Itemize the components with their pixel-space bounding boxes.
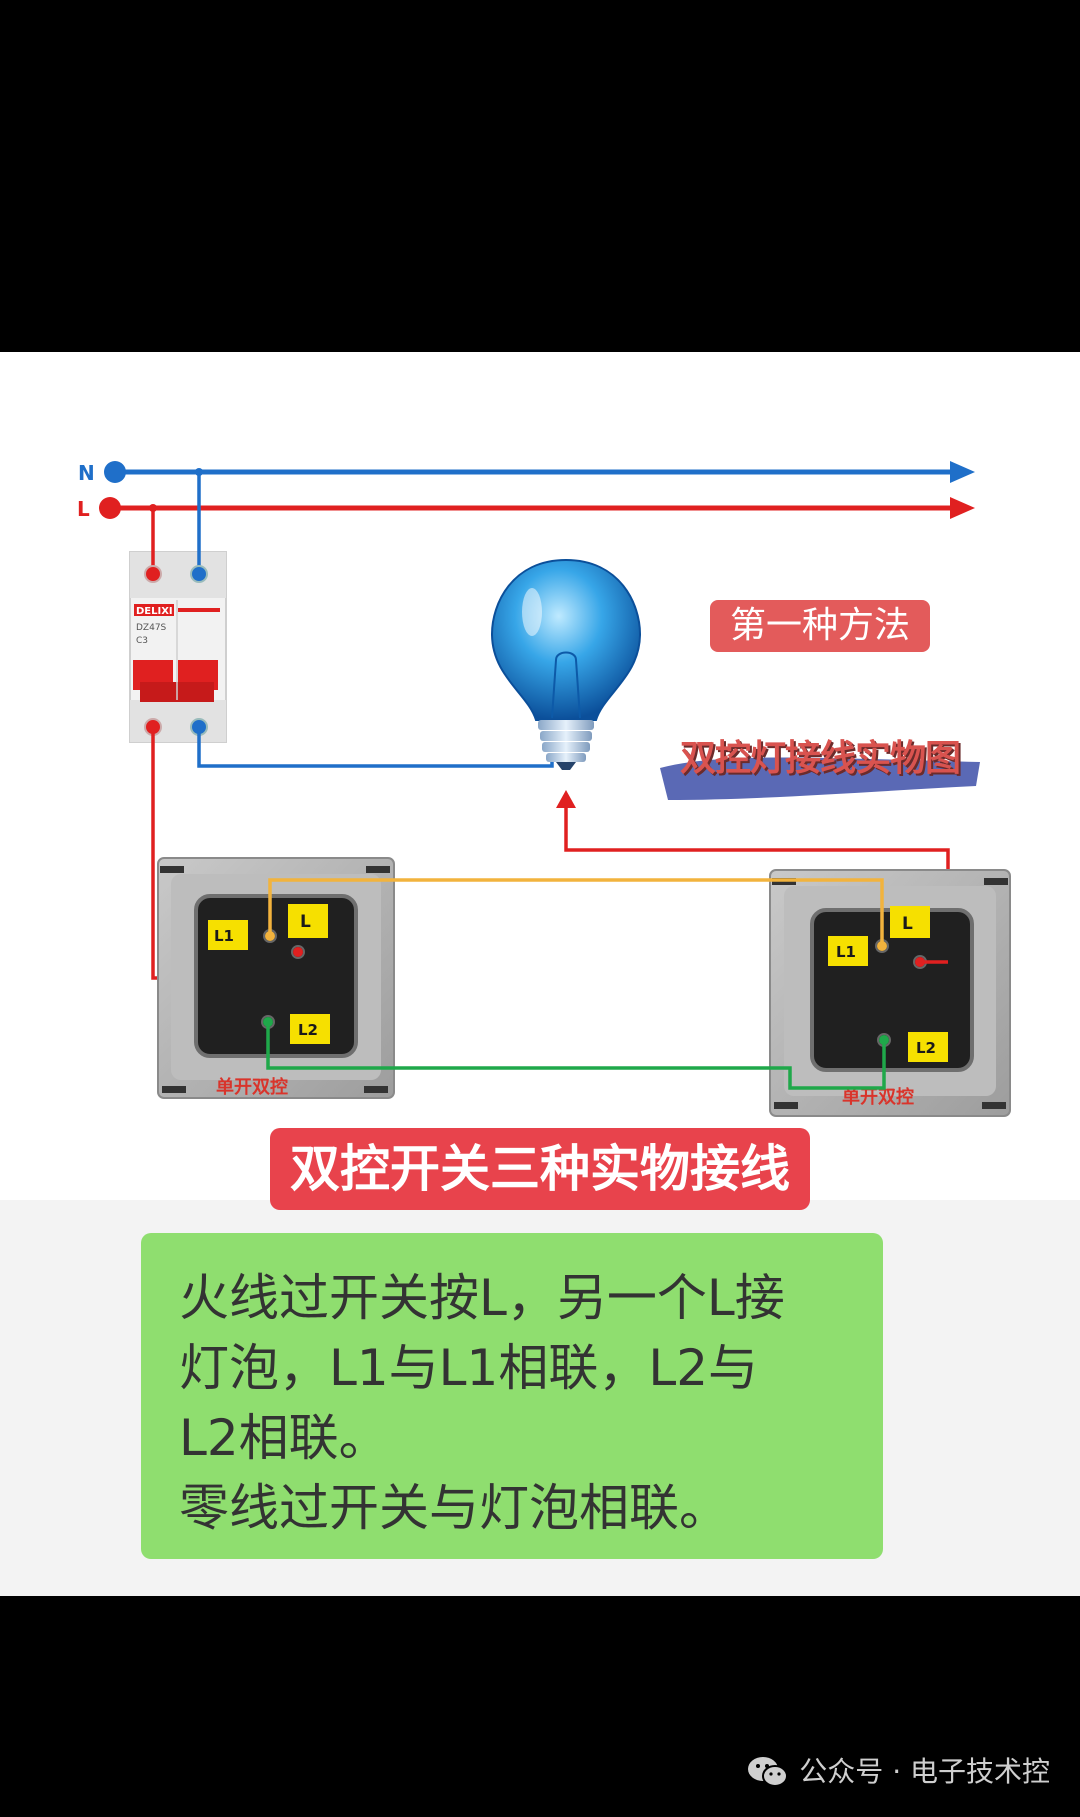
title-brush-stroke — [660, 757, 980, 800]
neutral-bus — [104, 461, 975, 483]
live-label: L — [77, 497, 90, 521]
wiring-note: 火线过开关按L，另一个L接 灯泡，L1与L1相联，L2与 L2相联。 零线过开关… — [141, 1233, 883, 1559]
right-switch-live-point — [915, 957, 925, 967]
right-terminal-l: L — [902, 914, 913, 934]
wechat-icon — [748, 1757, 789, 1787]
breaker-model: DZ47S — [136, 623, 167, 633]
traveler-wire-l1 — [265, 878, 887, 951]
switch-right — [769, 869, 1011, 1117]
circuit-breaker — [129, 551, 227, 743]
breaker-rating: C3 — [136, 636, 148, 646]
left-terminal-l1: L1 — [214, 927, 234, 945]
traveler-wire-l2 — [263, 1017, 889, 1090]
note-line: 零线过开关与灯泡相联。 — [179, 1479, 729, 1537]
right-terminal-l2: L2 — [916, 1039, 936, 1057]
left-terminal-l2: L2 — [298, 1021, 318, 1039]
left-switch-live-point — [293, 947, 303, 957]
right-terminal-l1: L1 — [836, 943, 856, 961]
light-bulb — [490, 558, 642, 770]
note-line: 灯泡，L1与L1相联，L2与 — [179, 1339, 759, 1397]
note-line: 火线过开关按L，另一个L接 — [179, 1269, 785, 1327]
footer-text: 公众号 · 电子技术控 — [799, 1755, 1050, 1788]
neutral-label: N — [78, 461, 95, 485]
breaker-brand: DELIXI — [136, 606, 173, 617]
banner-title: 双控开关三种实物接线 — [270, 1128, 810, 1210]
right-switch-caption: 单开双控 — [842, 1086, 914, 1108]
left-terminal-l: L — [300, 912, 311, 932]
footer-credit: 公众号 · 电子技术控 — [747, 1752, 1050, 1792]
method-tag: 第一种方法 — [710, 600, 930, 652]
switch-left — [157, 857, 395, 1099]
note-line: L2相联。 — [179, 1409, 389, 1467]
left-switch-caption: 单开双控 — [216, 1076, 288, 1098]
live-bus — [99, 497, 975, 519]
diagram-title: 双控灯接线实物图 — [679, 738, 961, 779]
